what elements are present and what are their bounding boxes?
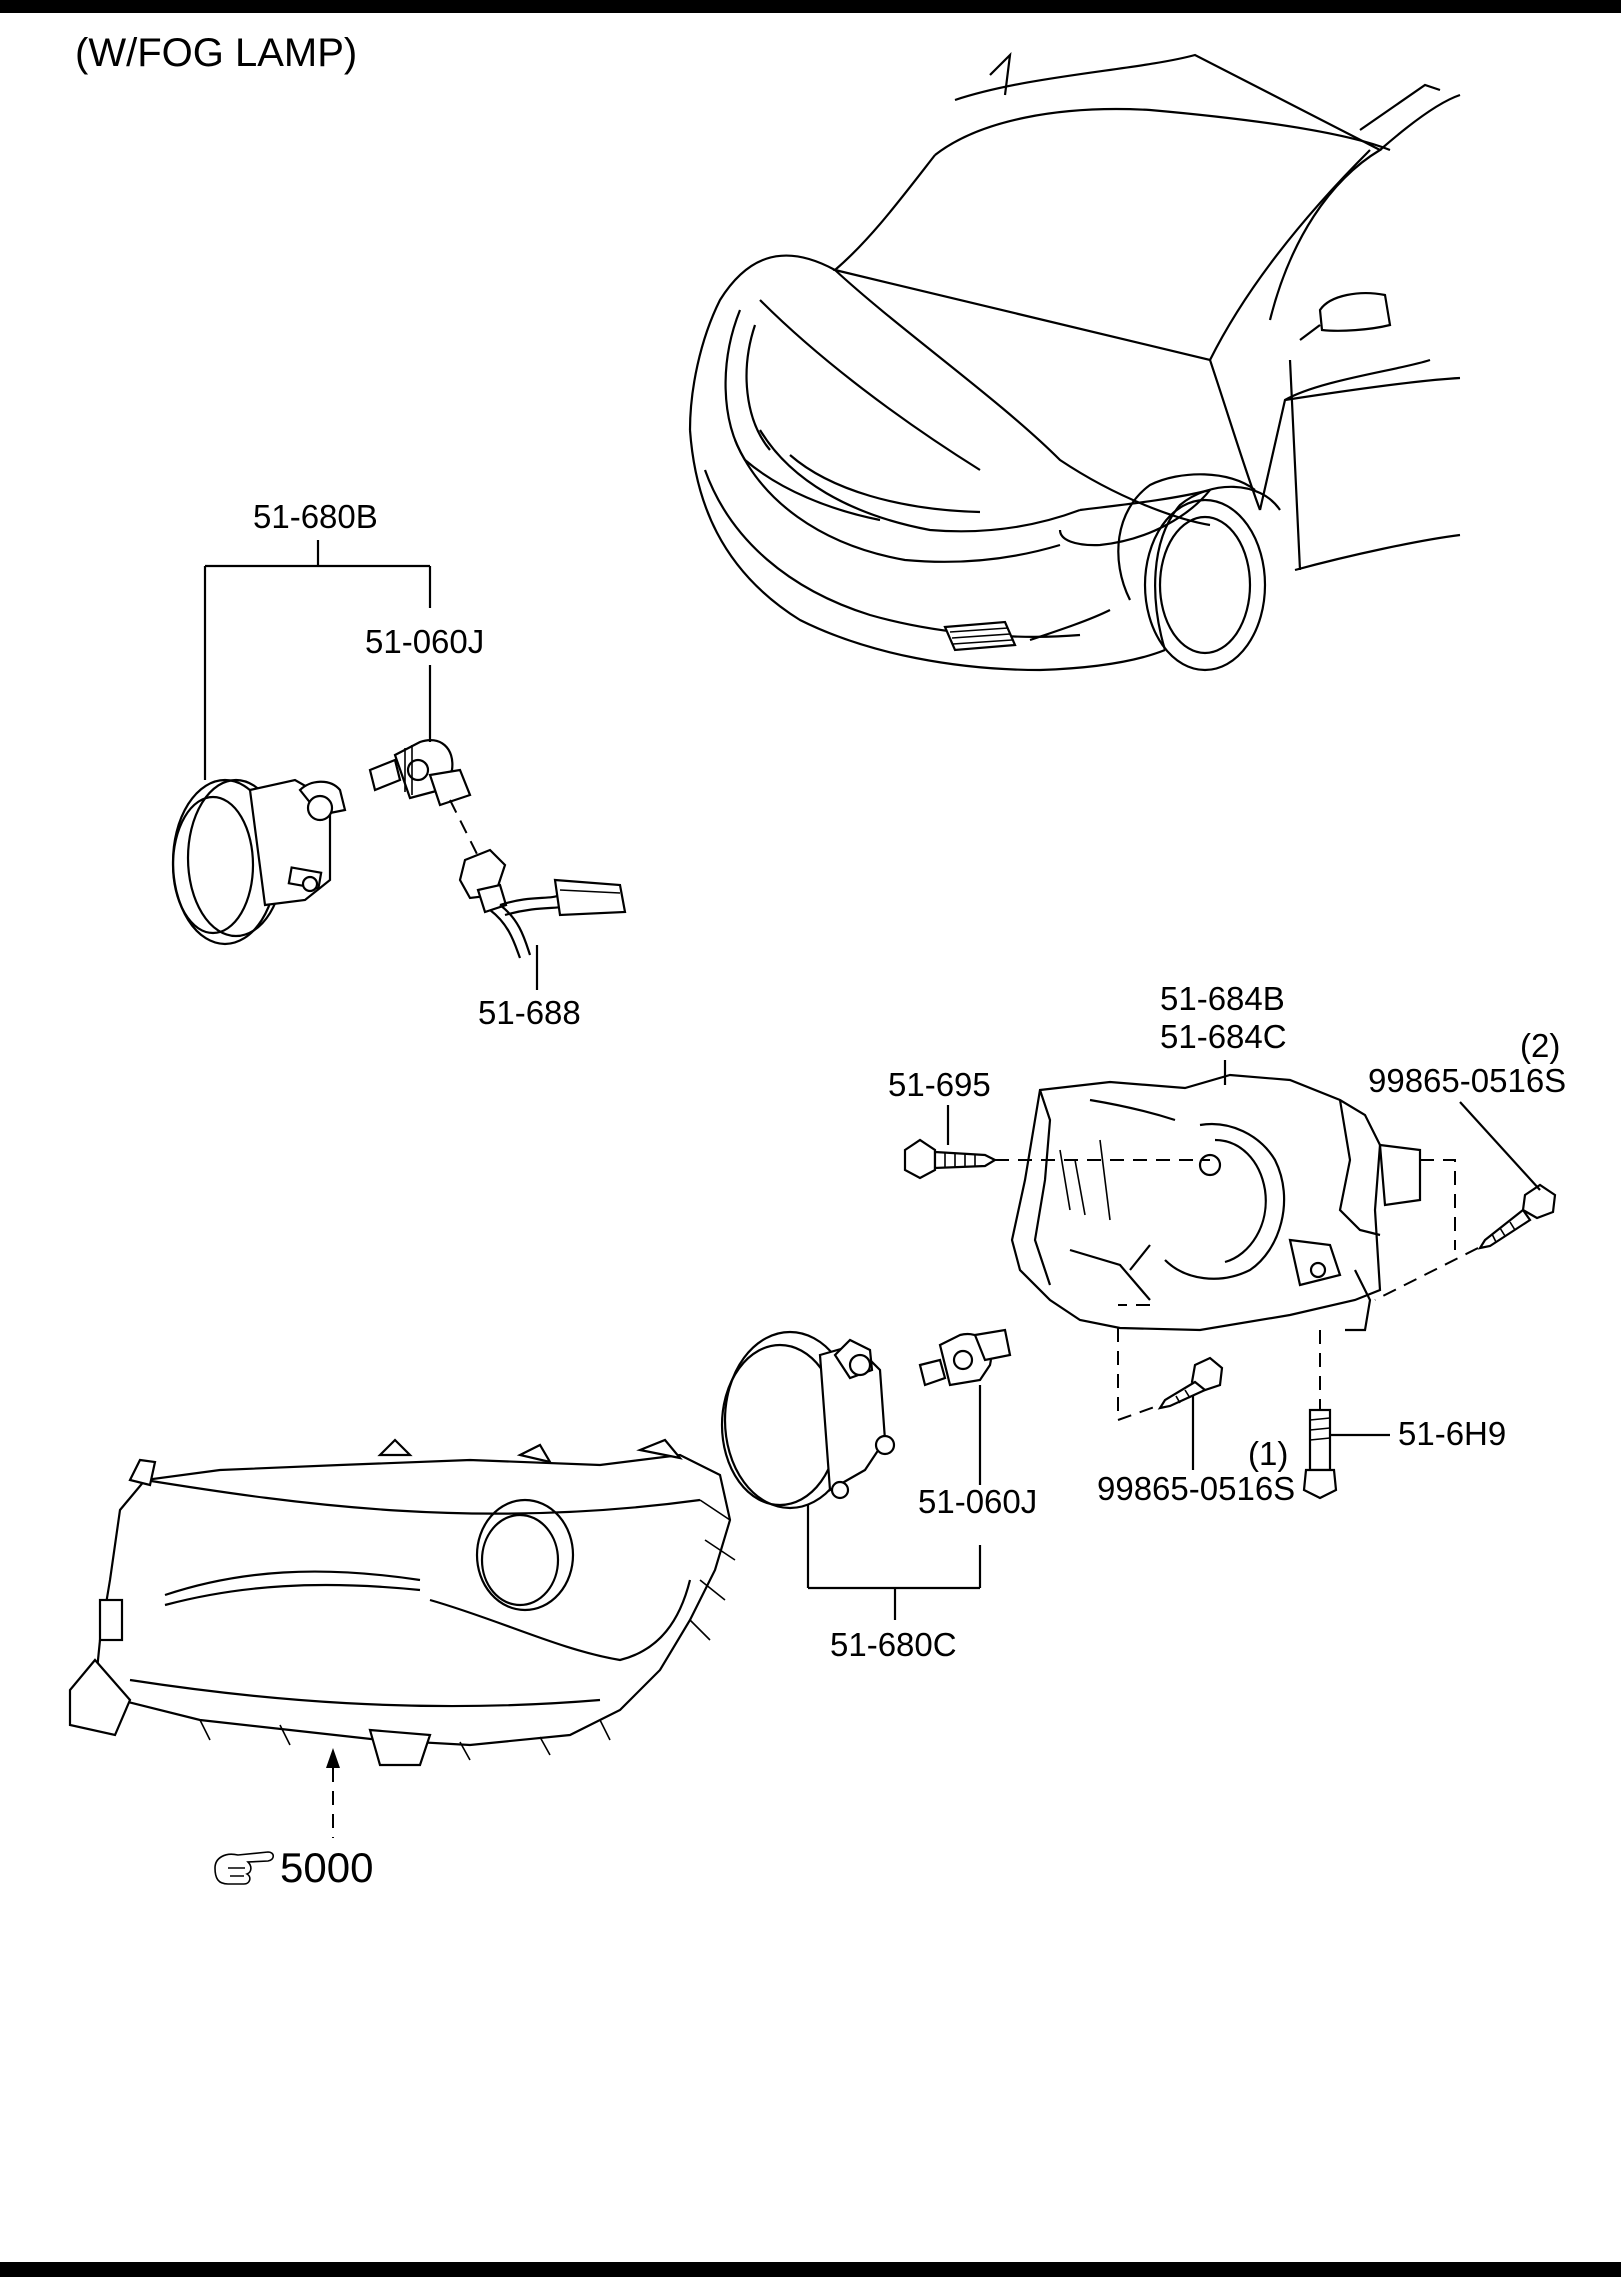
- callout-51-695: 51-695: [888, 1066, 991, 1103]
- callout-51-680c: 51-680C: [830, 1626, 957, 1663]
- fog-lamp-bracket-51-684b: [1010, 1073, 1422, 1332]
- callout-51-684c: 51-684C: [1160, 1018, 1287, 1055]
- callout-51-6h9: 51-6H9: [1398, 1415, 1506, 1452]
- bolt-99865-0516s-lower: [1117, 1304, 1224, 1422]
- callout-lines-left: [203, 540, 539, 990]
- bottom-border: [0, 2262, 1621, 2277]
- callout-51-684b: 51-684B: [1160, 980, 1285, 1017]
- callout-99865-0516s-upper: 99865-0516S: [1368, 1062, 1566, 1099]
- bulb-51-060j-left: [368, 739, 472, 807]
- callout-51-060j-right: 51-060J: [918, 1483, 1037, 1520]
- socket-harness-51-688: [449, 799, 627, 959]
- callout-51-680b: 51-680B: [253, 498, 378, 535]
- callout-qty-2: (2): [1520, 1027, 1560, 1064]
- reference-arrow: [326, 1748, 340, 1838]
- callout-line-bolt-upper: [1459, 1101, 1541, 1191]
- callout-lines-right: [806, 1385, 982, 1620]
- screw-51-695: [903, 1138, 1210, 1180]
- fog-lamp-assembly-51-680b: [171, 778, 347, 946]
- callout-99865-0516s-lower: 99865-0516S: [1097, 1470, 1295, 1507]
- pointing-hand-icon: [214, 1851, 275, 1885]
- fog-lamp-assembly-51-680c: [720, 1330, 896, 1510]
- callout-51-060j-left: 51-060J: [365, 623, 484, 660]
- bolt-99865-0516s-upper: [1374, 1159, 1557, 1301]
- vehicle-illustration: [688, 51, 1461, 672]
- callout-qty-1: (1): [1248, 1435, 1288, 1472]
- top-border: [0, 0, 1621, 13]
- bulb-51-060j-right: [918, 1328, 1012, 1387]
- bumper-fog-lamp-cover: [68, 1438, 736, 1767]
- diagram-title: (W/FOG LAMP): [75, 31, 357, 75]
- reference-number: 5000: [280, 1844, 373, 1891]
- callout-51-688: 51-688: [478, 994, 581, 1031]
- bolt-51-6h9: [1302, 1330, 1338, 1500]
